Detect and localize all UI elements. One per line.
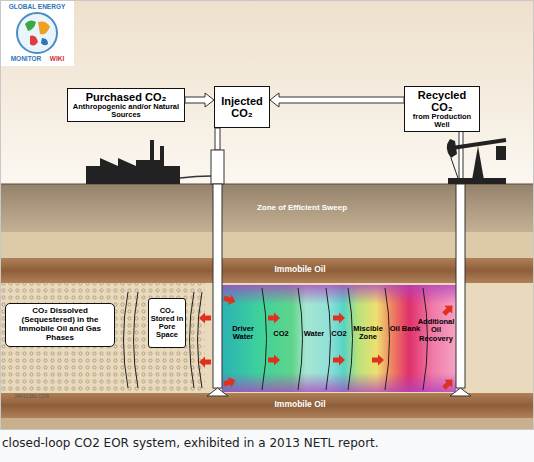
reservoir-layer	[0, 283, 534, 393]
polished-rod	[451, 158, 460, 184]
logo-land	[41, 38, 48, 45]
injection-pipe	[215, 128, 220, 150]
zone-label: Driver Water	[225, 325, 261, 342]
zone-label: Oil Bank	[386, 325, 424, 333]
box-heading: Recycled CO₂	[406, 89, 478, 113]
caption-background	[0, 430, 534, 462]
logo-globe	[17, 13, 57, 53]
flow-arrow	[222, 293, 237, 307]
flow-arrow	[333, 313, 345, 324]
well-foot	[207, 388, 228, 396]
flow-arrow	[199, 313, 211, 324]
well-foot	[450, 388, 471, 396]
rock-layer	[0, 418, 534, 430]
front-arc	[198, 292, 203, 388]
callout-box: CO₂ Dissolved (Sequestered) in the Immob…	[5, 303, 115, 347]
logo-land	[38, 22, 50, 35]
pipe-arrow	[270, 93, 404, 107]
zone-label: CO2	[327, 330, 351, 338]
sand-texture	[0, 283, 205, 393]
figure-caption: closed-loop CO2 EOR system, exhibited in…	[2, 436, 532, 450]
box-body: from Production Well	[406, 113, 478, 130]
logo-text: GLOBAL ENERGY	[2, 3, 72, 10]
pipeline	[180, 176, 211, 178]
injection-well	[213, 184, 222, 388]
box-body: Anthropogenic and/or Natural Sources	[69, 103, 183, 120]
logo-text: MONITOR	[4, 55, 48, 62]
box-heading: CO₂ Dissolved (Sequestered) in the Immob…	[7, 307, 113, 342]
process-box: Recycled CO₂from Production Well	[404, 86, 480, 132]
front-arc	[262, 288, 267, 390]
flow-arrow	[222, 375, 237, 389]
pipe-arrow	[185, 93, 214, 107]
front-arc	[190, 292, 195, 388]
flow-arrow	[268, 313, 280, 324]
flow-arrow	[333, 355, 345, 366]
layer-label: Immobile Oil	[262, 400, 338, 409]
flow-arrow	[199, 357, 211, 368]
flow-arrow	[440, 376, 456, 392]
logo-land	[25, 20, 36, 31]
box-heading: CO₂ Stored in Pore Space	[150, 307, 184, 340]
zone-label: Miscible Zone	[350, 325, 386, 342]
front-arc	[348, 288, 353, 390]
front-arc	[385, 288, 390, 390]
front-arc	[326, 288, 331, 390]
callout-box: CO₂ Stored in Pore Space	[148, 298, 186, 348]
flow-arrow	[268, 355, 280, 366]
layer-label: Immobile Oil	[262, 265, 338, 274]
file-note: JAF01381.CDR	[14, 394, 74, 400]
flood-zone-shading	[222, 285, 456, 392]
front-arc	[298, 288, 303, 390]
production-well	[456, 184, 465, 388]
logo-land	[30, 36, 38, 46]
immobile-oil-layer	[0, 393, 534, 418]
zone-label: Additional Oil Recovery	[416, 318, 456, 343]
flood-zone	[222, 285, 456, 392]
pumpjack-weight	[496, 146, 506, 160]
factory	[86, 140, 180, 184]
pumpjack-post	[472, 146, 484, 180]
box-heading: Injected CO₂	[216, 95, 268, 119]
wellhead	[211, 150, 224, 184]
pumpjack-head	[447, 139, 457, 158]
sky	[0, 0, 534, 184]
recycle-pipe	[459, 130, 463, 184]
zone-label: Water	[299, 330, 329, 338]
zone-label: CO2	[265, 330, 297, 338]
process-box: Injected CO₂	[214, 86, 270, 128]
flow-arrow	[372, 355, 384, 366]
image-frame	[1, 1, 534, 430]
immobile-oil-layer	[0, 258, 534, 283]
rock-layer	[0, 232, 534, 258]
box-heading: Purchased CO₂	[86, 91, 167, 103]
front-arc	[124, 292, 129, 388]
logo-text: WIKI	[44, 55, 70, 62]
logo-background	[0, 0, 74, 66]
flow-arrow	[440, 302, 456, 318]
layer-label: Zone of Efficient Sweep	[245, 204, 359, 213]
front-arc	[134, 292, 139, 388]
source-box: Purchased CO₂Anthropogenic and/or Natura…	[67, 88, 185, 122]
rock-layer	[0, 184, 534, 232]
